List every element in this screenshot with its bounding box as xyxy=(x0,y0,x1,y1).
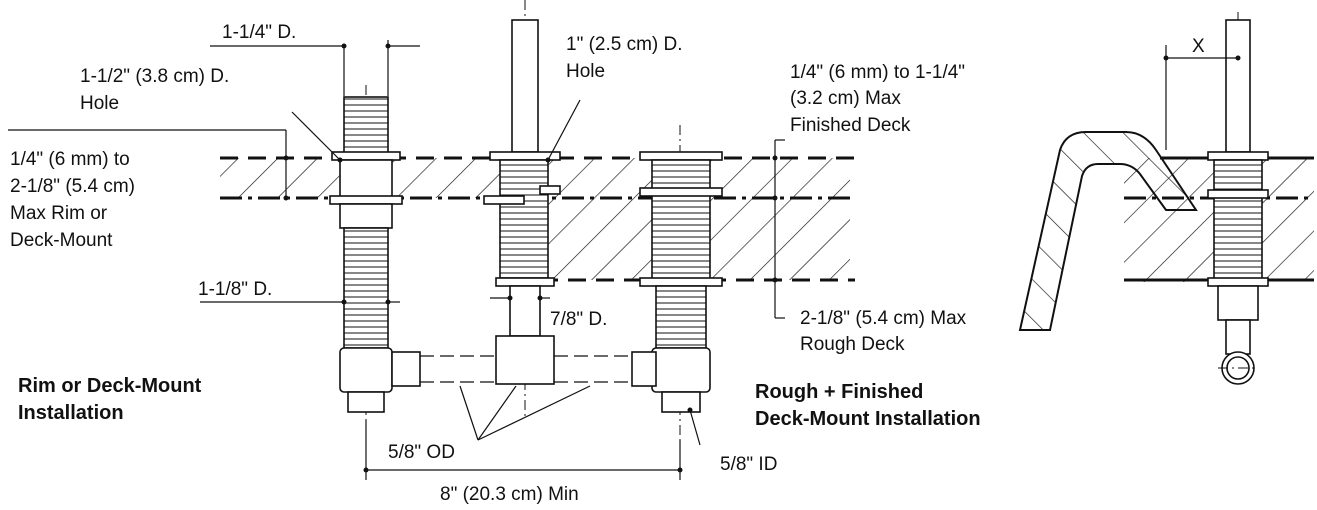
rim-label-1: 1/4" (6 mm) to xyxy=(10,149,130,170)
min-spacing-label: 8" (20.3 cm) Min xyxy=(440,484,579,505)
rough-deck-label-2: Rough Deck xyxy=(800,334,905,355)
hole-1-label-2: Hole xyxy=(566,61,605,82)
finished-deck-label-2: (3.2 cm) Max xyxy=(790,88,901,109)
hole-1-1-2-label: 1-1/2" (3.8 cm) D. xyxy=(80,66,229,87)
left-valve xyxy=(329,85,421,420)
dim-7-8-label: 7/8" D. xyxy=(550,309,607,330)
hole-1-1-2-label-2: Hole xyxy=(80,93,119,114)
title-rim-deck-mount-1: Rim or Deck-Mount xyxy=(18,375,202,397)
dim-1-1-8-label: 1-1/8" D. xyxy=(198,279,272,300)
title-rough-finished-2: Deck-Mount Installation xyxy=(755,408,981,430)
dim-1-1-4-label: 1-1/4" D. xyxy=(222,22,296,43)
rim-label-2: 2-1/8" (5.4 cm) xyxy=(10,176,135,197)
rim-label-4: Deck-Mount xyxy=(10,230,113,251)
dimension-lines xyxy=(8,40,785,480)
connecting-hoses xyxy=(420,355,632,383)
right-valve xyxy=(631,125,723,440)
right-detail-view xyxy=(1018,12,1314,385)
middle-spout-valve xyxy=(483,0,561,420)
title-rim-deck-mount-2: Installation xyxy=(18,402,124,424)
title-rough-finished-1: Rough + Finished xyxy=(755,381,923,403)
rough-deck-label-1: 2-1/8" (5.4 cm) Max xyxy=(800,308,967,329)
hole-1-label: 1" (2.5 cm) D. xyxy=(566,34,683,55)
finished-deck-label-1: 1/4" (6 mm) to 1-1/4" xyxy=(790,62,965,83)
finished-deck-label-3: Finished Deck xyxy=(790,115,911,136)
od-label: 5/8" OD xyxy=(388,442,455,463)
x-label: X xyxy=(1192,36,1205,57)
id-label: 5/8" ID xyxy=(720,454,777,475)
rim-label-3: Max Rim or xyxy=(10,203,108,224)
